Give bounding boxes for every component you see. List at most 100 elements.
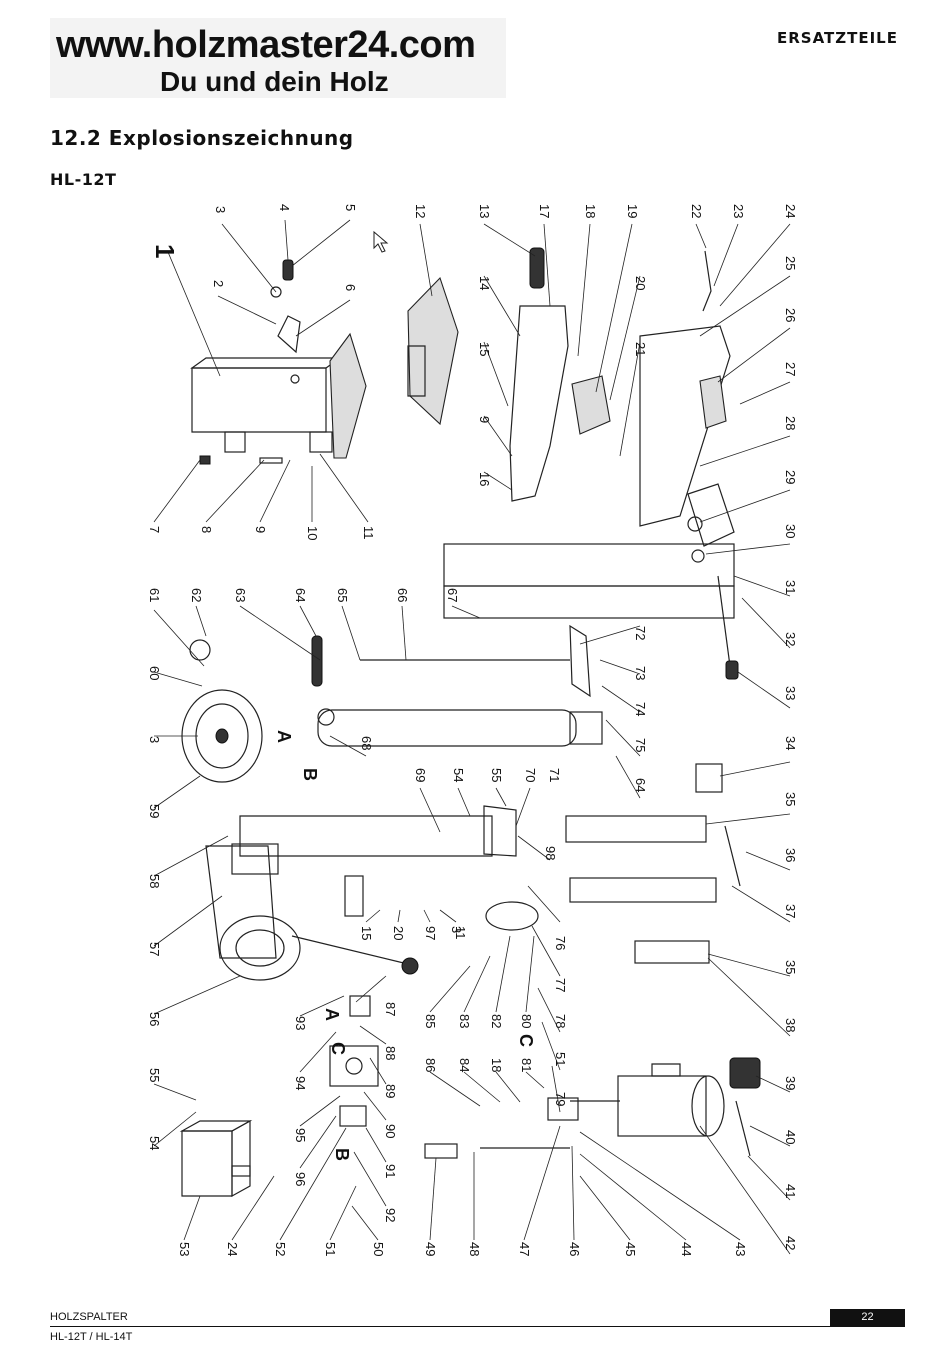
callout-76: 76 [553, 936, 568, 950]
marker-b-bottom: B [332, 1148, 352, 1161]
callout-77: 77 [553, 978, 568, 992]
callout-47: 47 [517, 1242, 532, 1256]
callout-43: 43 [733, 1242, 748, 1256]
section-label: ERSATZTEILE [776, 29, 898, 47]
callout-38: 38 [783, 1018, 798, 1032]
marker-b-top: B [300, 768, 320, 781]
footer-divider [50, 1326, 905, 1327]
marker-a-bottom: A [322, 1008, 342, 1021]
callout-39: 39 [783, 1076, 798, 1090]
callout-64: 64 [633, 778, 648, 792]
callout-51: 51 [323, 1242, 338, 1256]
callout-46: 46 [567, 1242, 582, 1256]
marker-a-top: A [274, 730, 294, 743]
callout-40: 40 [783, 1130, 798, 1144]
callout-44: 44 [679, 1242, 694, 1256]
callout-23: 23 [731, 204, 746, 218]
callout-97: 97 [423, 926, 438, 940]
callout-14: 14 [477, 276, 492, 290]
callout-29: 29 [783, 470, 798, 484]
callout-61: 61 [147, 588, 162, 602]
callout-64: 64 [293, 588, 308, 602]
callout-18: 18 [489, 1058, 504, 1072]
callout-20: 20 [391, 926, 406, 940]
callout-22: 22 [689, 204, 704, 218]
callout-98: 98 [543, 846, 558, 860]
callout-78: 78 [553, 1014, 568, 1028]
callout-33: 33 [783, 686, 798, 700]
callout-89: 89 [383, 1084, 398, 1098]
callout-71: 71 [547, 768, 562, 782]
callout-15: 15 [359, 926, 374, 940]
callout-35: 35 [783, 792, 798, 806]
callout-69: 69 [413, 768, 428, 782]
callout-9: 9 [477, 416, 492, 423]
callout-65: 65 [335, 588, 350, 602]
callout-32: 32 [783, 632, 798, 646]
marker-c-left: C [328, 1042, 348, 1055]
callout-42: 42 [783, 1236, 798, 1250]
callout-36: 36 [783, 848, 798, 862]
brand-logo: www.holzmaster24.com Du und dein Holz [50, 18, 506, 98]
callout-66: 66 [395, 588, 410, 602]
callout-92: 92 [383, 1208, 398, 1222]
callout-52: 52 [273, 1242, 288, 1256]
callout-91: 91 [383, 1164, 398, 1178]
callout-26: 26 [783, 308, 798, 322]
callout-6: 6 [343, 284, 358, 291]
callout-12: 12 [413, 204, 428, 218]
callout-58: 58 [147, 874, 162, 888]
callout-19: 19 [625, 204, 640, 218]
callout-20: 20 [633, 276, 648, 290]
callout-30: 30 [783, 524, 798, 538]
page-title: 12.2 Explosionszeichnung [50, 126, 354, 150]
callout-11: 11 [361, 526, 376, 540]
callout-72: 72 [633, 626, 648, 640]
callout-16: 16 [477, 472, 492, 486]
callout-13: 13 [477, 204, 492, 218]
callout-3: 3 [213, 206, 228, 213]
callout-28: 28 [783, 416, 798, 430]
callout-7: 7 [147, 526, 162, 533]
exploded-view-diagram: 3452678910111213171819142015219162223242… [147, 204, 798, 1256]
callout-56: 56 [147, 1012, 162, 1026]
callout-24: 24 [225, 1242, 240, 1256]
callout-49: 49 [423, 1242, 438, 1256]
callout-74: 74 [633, 702, 648, 716]
callout-17: 17 [537, 204, 552, 218]
callout-2: 2 [211, 280, 226, 287]
callout-67: 67 [445, 588, 460, 602]
callout-27: 27 [783, 362, 798, 376]
callout-21: 21 [633, 342, 648, 356]
callout-88: 88 [383, 1046, 398, 1060]
callout-15: 15 [477, 342, 492, 356]
callout-3: 3 [449, 926, 464, 933]
callout-54: 54 [147, 1136, 162, 1150]
callout-80: 80 [519, 1014, 534, 1028]
model-label: HL-12T [50, 170, 117, 189]
footer-models: HL-12T / HL-14T [50, 1331, 133, 1343]
callout-73: 73 [633, 666, 648, 680]
callout-35: 35 [783, 960, 798, 974]
callout-3: 3 [147, 736, 162, 743]
callout-25: 25 [783, 256, 798, 270]
page-number: 22 [830, 1309, 905, 1326]
assembly-markers: A B A C C B [274, 730, 536, 1161]
logo-url: www.holzmaster24.com [56, 24, 476, 66]
callout-37: 37 [783, 904, 798, 918]
callout-31: 31 [783, 580, 798, 594]
callout-62: 62 [189, 588, 204, 602]
callout-55: 55 [147, 1068, 162, 1082]
callout-96: 96 [293, 1172, 308, 1186]
callout-41: 41 [783, 1184, 798, 1198]
callout-11: 11 [453, 926, 468, 940]
callout-75: 75 [633, 738, 648, 752]
callout-79: 79 [553, 1092, 568, 1106]
callout-4: 4 [277, 204, 292, 211]
leader-lines [153, 219, 791, 1255]
callout-68: 68 [359, 736, 374, 750]
callout-48: 48 [467, 1242, 482, 1256]
callout-55: 55 [489, 768, 504, 782]
logo-tagline: Du und dein Holz [160, 66, 389, 97]
